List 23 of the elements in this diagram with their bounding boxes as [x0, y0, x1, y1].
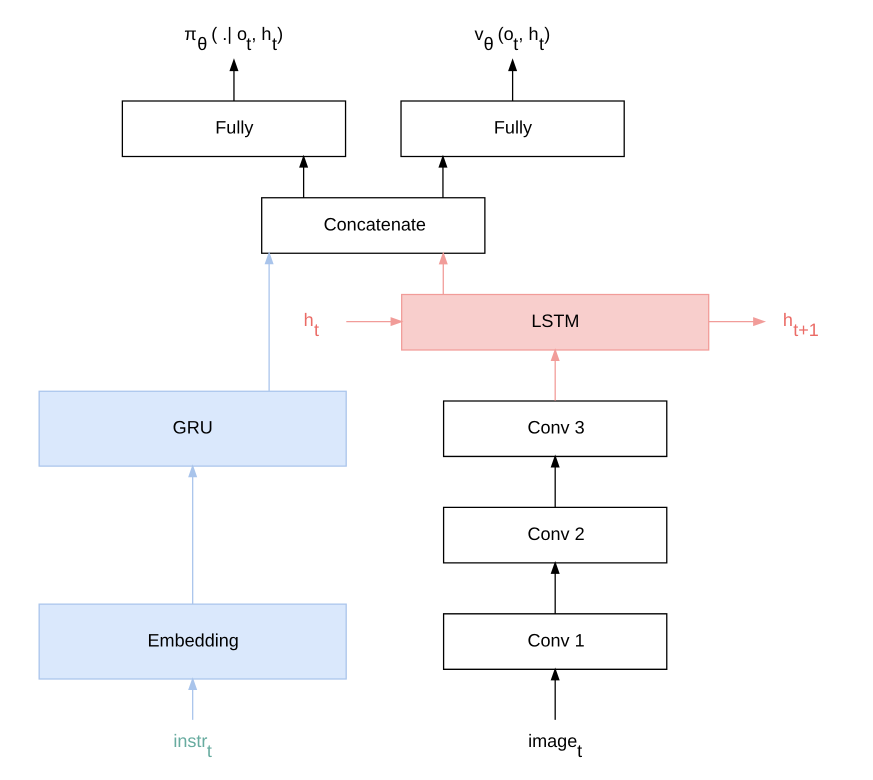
- arrow: [550, 348, 560, 401]
- arrow: [346, 317, 404, 326]
- node-box: Conv 3: [442, 400, 668, 458]
- node-box: Conv 2: [442, 506, 668, 564]
- node-box: Fully: [400, 100, 625, 158]
- arrow: [299, 154, 308, 198]
- arrow: [438, 251, 448, 294]
- arrow: [188, 464, 198, 604]
- arrow: [708, 317, 766, 326]
- arrow: [264, 251, 274, 391]
- arrow: [508, 58, 518, 101]
- node-box: LSTM: [401, 294, 710, 351]
- node-box: Concatenate: [261, 197, 486, 254]
- arrow: [550, 560, 560, 614]
- node-box: Embedding: [38, 604, 347, 680]
- arrow: [438, 154, 448, 198]
- arrow: [229, 58, 238, 101]
- arrow: [188, 677, 198, 720]
- node-box: GRU: [38, 390, 347, 467]
- arrow: [550, 454, 560, 508]
- arrow: [550, 667, 560, 720]
- node-box: Fully: [122, 100, 346, 158]
- node-box: Conv 1: [442, 613, 668, 670]
